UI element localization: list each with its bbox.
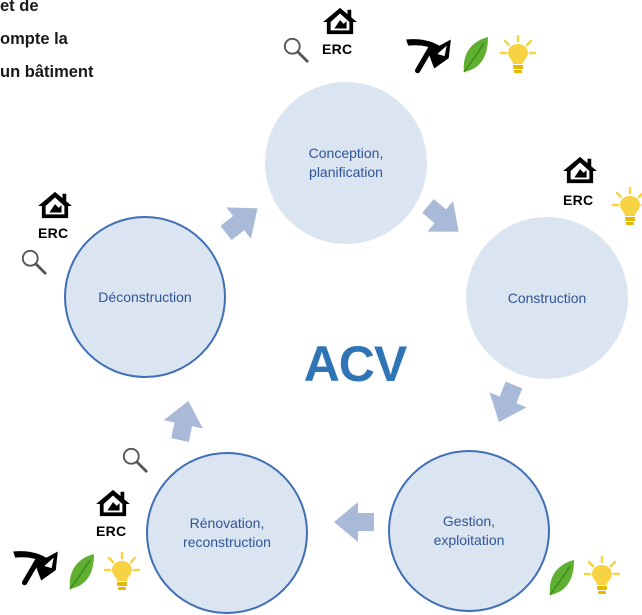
arrow-deconstruction-to-conception <box>213 192 270 249</box>
stage-renovation: Rénovation, reconstruction <box>146 452 308 614</box>
erc-label: ERC <box>322 41 353 57</box>
title-line-3: un bâtiment <box>0 63 94 81</box>
house-icon <box>36 190 74 220</box>
lightbulb-icon <box>612 187 642 227</box>
erc-label: ERC <box>96 523 127 539</box>
lightbulb-icon <box>104 552 140 592</box>
lightbulb-icon <box>500 35 536 75</box>
house-icon <box>321 6 359 36</box>
arrow-construction-to-gestion <box>480 377 533 430</box>
center-label: ACV <box>303 336 408 392</box>
arrow-renovation-to-deconstruction <box>160 396 208 445</box>
stage-conception: Conception, planification <box>265 82 427 244</box>
stage-construction-label: Construction <box>507 289 587 306</box>
title-line-1: et de <box>0 0 39 15</box>
arrow-gestion-to-renovation <box>334 502 374 542</box>
leaf-icon <box>460 35 490 75</box>
leaf-icon <box>546 558 576 598</box>
erc-label: ERC <box>563 192 594 208</box>
arrow-conception-to-construction <box>415 190 472 248</box>
stage-deconstruction-label: Déconstruction <box>98 288 192 305</box>
stage-conception-label: Conception, planification <box>308 145 384 180</box>
lightbulb-icon <box>584 556 620 596</box>
title-line-2: ompte la <box>0 30 68 48</box>
stage-gestion-label: Gestion, exploitation <box>433 513 505 548</box>
magnifier-icon <box>121 446 149 474</box>
pickaxe-icon <box>403 33 455 75</box>
stage-gestion: Gestion, exploitation <box>388 450 550 612</box>
pickaxe-icon <box>10 545 62 587</box>
house-icon <box>94 488 132 518</box>
magnifier-icon <box>20 248 48 276</box>
leaf-icon <box>66 552 96 592</box>
erc-label: ERC <box>38 225 69 241</box>
house-icon <box>561 155 599 185</box>
stage-construction: Construction <box>466 217 628 379</box>
stage-renovation-label: Rénovation, reconstruction <box>183 515 271 550</box>
magnifier-icon <box>282 36 310 64</box>
stage-deconstruction: Déconstruction <box>64 216 226 378</box>
